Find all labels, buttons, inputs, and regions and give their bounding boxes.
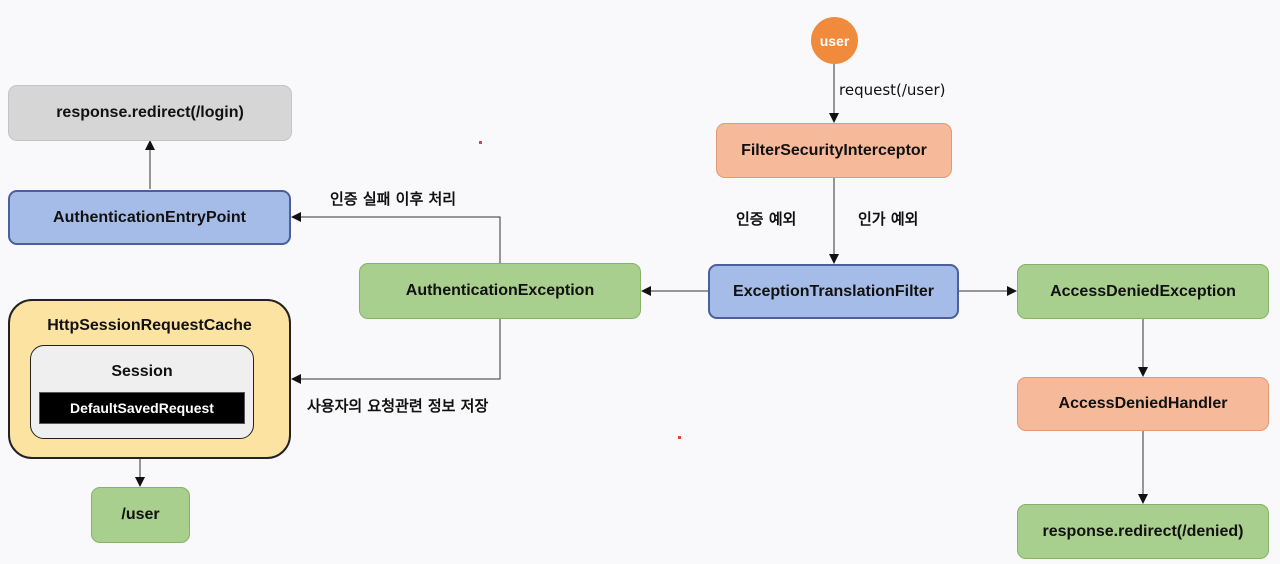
- filter-security-interceptor-node: FilterSecurityInterceptor: [716, 123, 952, 178]
- http-session-request-cache-title: HttpSessionRequestCache: [47, 317, 252, 334]
- response-redirect-login-node: response.redirect(/login): [8, 85, 292, 141]
- http-session-request-cache-node: HttpSessionRequestCache Session DefaultS…: [8, 299, 291, 459]
- session-node: Session DefaultSavedRequest: [30, 345, 254, 439]
- session-title: Session: [111, 363, 173, 380]
- stray-mark: [678, 436, 681, 439]
- response-redirect-denied-node: response.redirect(/denied): [1017, 504, 1269, 559]
- label-authentication-exception: 인증 예외: [736, 210, 797, 228]
- arrow-auth-exception-to-entry-point: [291, 212, 501, 263]
- label-after-auth-failure: 인증 실패 이후 처리: [330, 190, 457, 208]
- user-path-node: /user: [91, 487, 190, 543]
- label-authorization-exception: 인가 예외: [858, 210, 919, 228]
- authentication-entry-point-node: AuthenticationEntryPoint: [8, 190, 291, 245]
- exception-translation-filter-node: ExceptionTranslationFilter: [708, 264, 959, 319]
- label-save-request-info: 사용자의 요청관련 정보 저장: [307, 397, 489, 415]
- access-denied-handler-node: AccessDeniedHandler: [1017, 377, 1269, 431]
- stray-mark: [479, 141, 482, 144]
- default-saved-request-node: DefaultSavedRequest: [39, 392, 245, 424]
- user-node: user: [811, 17, 858, 64]
- label-request-user: request(/user): [839, 81, 946, 99]
- arrow-auth-exception-to-request-cache: [291, 319, 501, 384]
- access-denied-exception-node: AccessDeniedException: [1017, 264, 1269, 319]
- authentication-exception-node: AuthenticationException: [359, 263, 641, 319]
